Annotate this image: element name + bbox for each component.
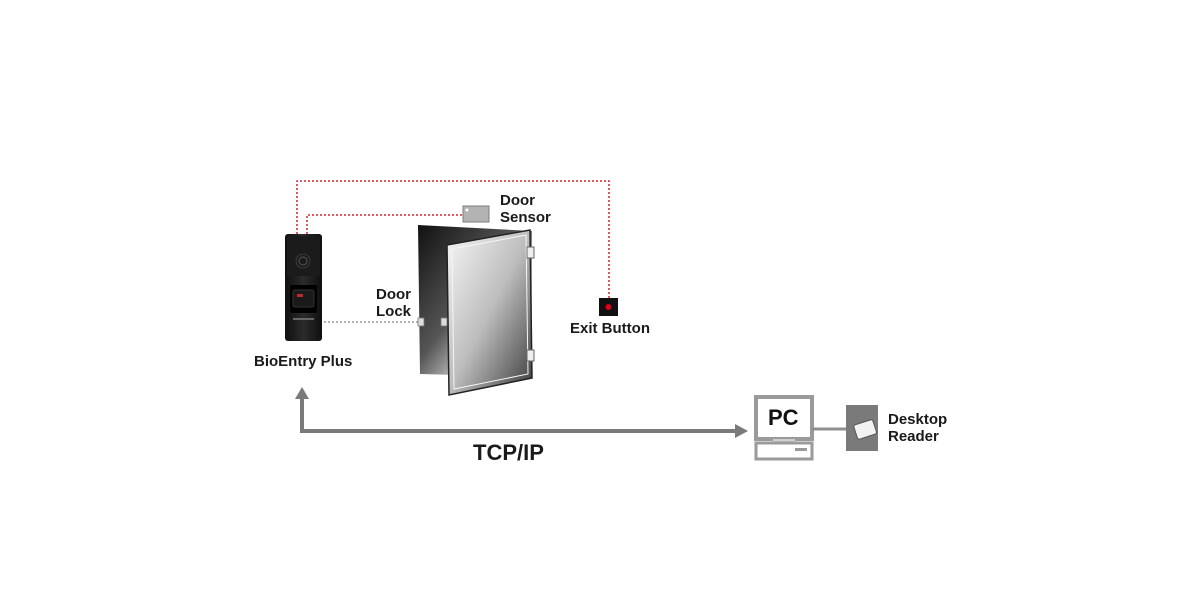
door-icon xyxy=(417,225,535,396)
door-sensor-label-line1: Door xyxy=(500,192,535,209)
desktop-reader-label-line2: Reader xyxy=(888,428,939,445)
exit-button-wire xyxy=(296,180,610,298)
device-label: BioEntry Plus xyxy=(254,353,353,370)
door-lock-label: Door Lock xyxy=(376,286,411,320)
desktop-reader-label-line1: Desktop xyxy=(888,411,948,428)
fingerprint-reader-icon xyxy=(285,234,322,341)
door-sensor-icon xyxy=(462,205,490,223)
door-sensor-label-line2: Sensor xyxy=(500,209,551,226)
exit-button-icon xyxy=(599,298,618,316)
computer-icon xyxy=(754,395,814,461)
door-lock-label-line2: Lock xyxy=(376,303,412,320)
tcpip-arrow-right-icon xyxy=(735,424,748,438)
pc-label: PC xyxy=(768,405,799,430)
door-sensor-label: Door Sensor xyxy=(500,192,551,226)
network-label: TCP/IP xyxy=(473,440,544,465)
card-reader-icon xyxy=(846,405,878,451)
desktop-reader-label: Desktop Reader xyxy=(888,411,947,445)
exit-button-label: Exit Button xyxy=(570,320,650,337)
tcpip-link xyxy=(300,397,737,433)
door-lock-label-line1: Door xyxy=(376,286,411,303)
tcpip-arrow-up-icon xyxy=(295,387,309,399)
